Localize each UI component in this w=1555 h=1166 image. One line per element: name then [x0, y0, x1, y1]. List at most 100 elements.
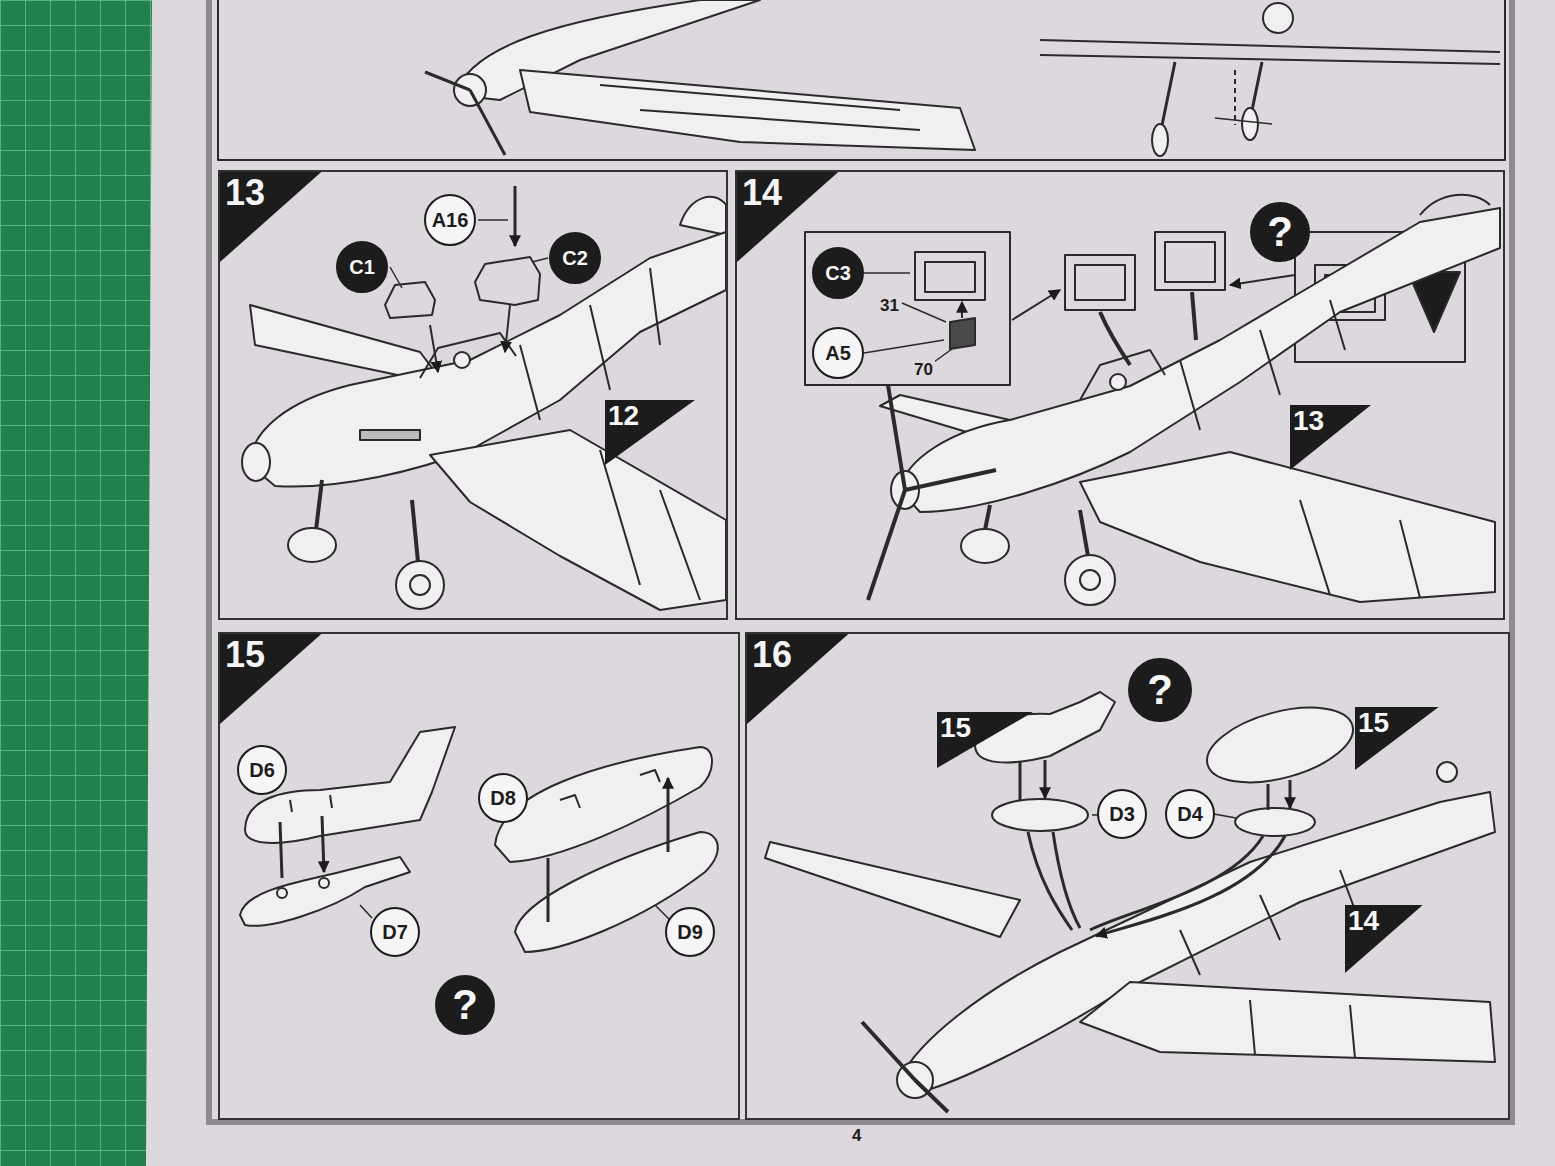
callout-number: 70: [912, 360, 935, 379]
step-12-panel: [1040, 40, 1500, 64]
badge-shape: [1355, 707, 1439, 770]
step-13-aircraft: [475, 257, 540, 305]
step-14-aircraft: [961, 302, 963, 318]
badge-shape: [937, 712, 1033, 768]
part-number: C2: [562, 248, 588, 268]
part-label-clear: C2: [549, 232, 601, 284]
badge-shape: [220, 634, 321, 724]
optional-marker: ?: [1250, 202, 1310, 262]
step-14-aircraft: [1155, 232, 1225, 290]
step-14-aircraft: [1100, 292, 1196, 365]
step-14-aircraft: [1180, 300, 1420, 598]
part-label-clear: C1: [336, 241, 388, 293]
cutting-mat: [0, 0, 170, 1166]
paper-sheet: [209, 0, 1512, 1122]
step-reference: 13: [1290, 405, 1371, 470]
step-16-aircraft: [765, 692, 1495, 1112]
step-reference: 15: [937, 712, 1033, 768]
step-15-stores: [515, 832, 718, 952]
step-14-aircraft: [950, 318, 975, 349]
step-14-aircraft: [1080, 452, 1495, 602]
step-13-aircraft: [410, 575, 430, 595]
step-13-aircraft: [505, 305, 510, 352]
step-12-panel: [600, 85, 920, 130]
step-15-stores: [319, 878, 329, 888]
question-mark: ?: [1267, 211, 1293, 253]
step-number: 15: [225, 637, 265, 673]
step-14-aircraft: [868, 385, 996, 600]
step-14-aircraft: [1110, 374, 1126, 390]
step-panel: 15D6D8D7 D9?: [218, 632, 740, 1120]
step-12-panel: [218, 0, 1505, 160]
badge-shape: [1290, 405, 1371, 470]
step-14-aircraft: [1080, 570, 1100, 590]
optional-marker: ?: [435, 975, 495, 1035]
part-label: D8: [478, 773, 528, 823]
callout-number: 70: [912, 360, 935, 379]
step-13-aircraft: [680, 197, 726, 235]
step-12-panel: [520, 70, 975, 150]
part-number: D9: [677, 922, 703, 942]
badge-shape: [737, 172, 838, 262]
step-14-aircraft: [1230, 275, 1295, 285]
part-label: D6: [237, 745, 287, 795]
step-13-aircraft: [520, 268, 700, 600]
step-16-aircraft: [992, 799, 1088, 831]
part-label: A16: [424, 194, 476, 246]
step-15-stores: [290, 795, 332, 812]
step-reference: 12: [605, 400, 695, 465]
step-12-panel: [1234, 70, 1236, 125]
step-ref-number: 15: [940, 714, 971, 742]
part-label-clear: C3: [812, 247, 864, 299]
step-number: 16: [752, 637, 792, 673]
question-mark: ?: [452, 984, 478, 1026]
badge-shape: [747, 634, 848, 724]
step-number: 14: [742, 175, 782, 211]
part-label: D3: [1097, 789, 1147, 839]
step-ref-number: 14: [1348, 907, 1379, 935]
step-16-aircraft: [1028, 832, 1285, 936]
step-14-aircraft: [805, 232, 1010, 385]
step-13-aircraft: [478, 219, 508, 221]
badge-shape: [220, 172, 321, 262]
step-16-aircraft: [1235, 808, 1315, 836]
step-14-aircraft: [915, 252, 985, 300]
part-number: A16: [432, 210, 469, 230]
step-15-stores: [548, 778, 668, 922]
step-12-panel: [1215, 118, 1272, 124]
step-13-aircraft: [514, 186, 517, 246]
step-15-stores: [360, 905, 372, 918]
step-13-aircraft: [242, 443, 270, 481]
paper-sheet: [146, 0, 1555, 1166]
part-label: A5: [812, 327, 864, 379]
part-number: C1: [349, 257, 375, 277]
step-13-aircraft: [288, 528, 336, 562]
step-ref-number: 12: [608, 402, 639, 430]
step-12-panel: [1263, 3, 1293, 33]
step-16-aircraft: [1020, 760, 1045, 800]
page-number: 4: [850, 1126, 863, 1145]
part-number: D3: [1109, 804, 1135, 824]
step-14-aircraft: [961, 529, 1009, 563]
part-label: D7: [370, 907, 420, 957]
part-number: A5: [825, 343, 851, 363]
step-16-aircraft: [1080, 982, 1495, 1062]
step-12-panel: [1242, 108, 1258, 140]
step-13-aircraft: [385, 282, 435, 318]
paper-sheet: [146, 0, 1555, 1166]
step-13-aircraft: [396, 561, 444, 609]
callout-number: 31: [878, 296, 901, 315]
step-16-aircraft: [765, 842, 1020, 937]
part-number: D8: [490, 788, 516, 808]
step-14-aircraft: [1080, 350, 1165, 400]
step-ref-number: 15: [1358, 709, 1389, 737]
step-16-aircraft: [1268, 780, 1290, 810]
step-15-stores: [560, 770, 660, 808]
step-14-aircraft: [864, 273, 952, 362]
step-number: 13: [225, 175, 265, 211]
step-15-stores: [277, 888, 287, 898]
badge-shape: [605, 400, 695, 465]
step-panel: 13C1 A16C2 12: [218, 170, 728, 620]
optional-marker: ?: [1128, 658, 1192, 722]
part-number: C3: [825, 263, 851, 283]
